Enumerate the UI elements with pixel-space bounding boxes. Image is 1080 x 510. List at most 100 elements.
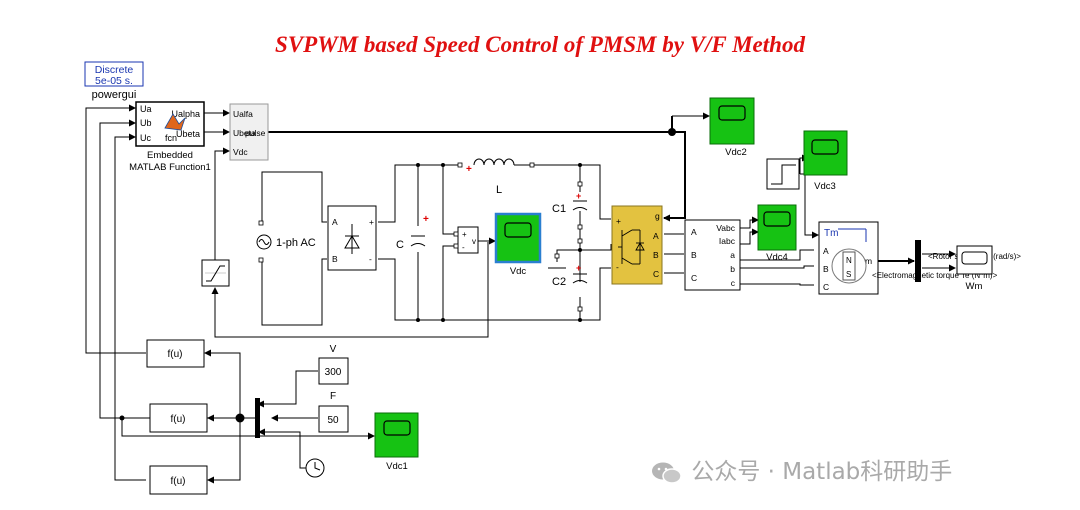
bus-selector[interactable] (915, 240, 921, 282)
inv-port-minus: - (616, 262, 619, 272)
scope-vdc4[interactable]: Vdc4 (757, 204, 797, 263)
wire-pulse (268, 131, 686, 222)
fcn-block-1[interactable]: f(u) (146, 339, 205, 368)
ac-source-block[interactable]: 1-ph AC (256, 220, 316, 263)
capacitor-c1-label: C1 (552, 203, 566, 215)
wire-vm-plus (442, 165, 455, 235)
inv-port-g: g (655, 211, 660, 221)
const-f-name: F (330, 391, 336, 402)
junctions (119, 128, 676, 423)
scope-vdc1[interactable]: Vdc1 (374, 412, 419, 472)
inductor-label: L (496, 184, 502, 196)
watermark: 公众号 · Matlab科研助手 (650, 452, 952, 486)
svg-text:+: + (576, 263, 581, 273)
pmsm-port-b: B (823, 264, 829, 274)
const-v-name: V (330, 344, 337, 355)
rect-port-b: B (332, 254, 338, 264)
voltage-measurement-block[interactable]: + - v (453, 226, 479, 254)
wire-fu3 (207, 418, 241, 484)
step-block[interactable] (766, 158, 800, 190)
inv-port-b: B (653, 250, 659, 260)
wire-vabc (740, 216, 759, 229)
wire-ua (85, 104, 146, 354)
svg-text:+: + (576, 191, 581, 201)
matlab-function-block[interactable]: Ua Ub Uc Ualpha Ubeta fcn Embedded MATLA… (129, 101, 211, 173)
port-ubeta-out: Ubeta (176, 129, 200, 139)
wire-v-const (257, 370, 318, 408)
inductor-l[interactable]: + L (457, 158, 535, 196)
port-uc: Uc (140, 133, 151, 143)
fcn-label-1: f(u) (168, 349, 183, 360)
scope-vdc2-label: Vdc2 (725, 147, 747, 158)
matlab-fn-name2: MATLAB Function1 (129, 162, 211, 173)
fcn-label: fcn (165, 133, 177, 143)
inverter-bridge-block[interactable]: g A B C + - (611, 205, 663, 285)
vi-port-b-in: B (691, 250, 697, 260)
pmsm-port-c: C (823, 282, 829, 292)
scope-wm-label: Wm (966, 281, 983, 292)
fcn-block-2[interactable]: f(u) (149, 403, 208, 433)
fcn-label-2: f(u) (171, 414, 186, 425)
vi-port-b-out: b (730, 264, 735, 274)
scope-vdc4-label: Vdc4 (766, 252, 788, 263)
wire-dc-minus (378, 258, 580, 321)
clock-icon[interactable] (305, 458, 325, 478)
wire-vm-minus (442, 245, 455, 320)
vi-port-a-out: a (730, 250, 735, 260)
wire-uc (114, 133, 146, 481)
fcn-block-3[interactable]: f(u) (149, 465, 208, 495)
capacitor-c2[interactable]: + C2 (548, 238, 588, 312)
vm-out: v (472, 237, 476, 246)
torque-signal-label: <Electromagnetic torque Te (N*m)> (872, 271, 998, 280)
motor-icon: N S (831, 248, 867, 284)
wire-tm (800, 173, 819, 239)
scope-vdc3-label: Vdc3 (814, 181, 836, 192)
rate-limiter-block[interactable] (201, 259, 230, 287)
rectifier-block[interactable]: A B + - (327, 205, 377, 271)
matlab-logo-icon (164, 113, 186, 131)
port-ualpha: Ualpha (171, 109, 200, 119)
wire-dc-plus (378, 164, 460, 223)
scope-vdc2[interactable]: Vdc2 (709, 97, 755, 158)
rect-port-a: A (332, 217, 338, 227)
diagram-title: SVPWM based Speed Control of PMSM by V/F… (275, 32, 805, 57)
svpwm-port-pulse: pulse (245, 128, 266, 138)
rect-port-minus: - (369, 254, 372, 264)
wire-fu1 (204, 349, 241, 418)
capacitor-c[interactable]: + C (396, 214, 429, 251)
wire-iabc (740, 228, 759, 245)
wire-neutral (556, 244, 612, 262)
svg-text:+: + (466, 164, 472, 175)
wire-b (740, 265, 814, 269)
constant-f-block[interactable]: F 50 (318, 391, 349, 433)
const-f-value: 50 (327, 415, 339, 426)
inv-port-plus: + (616, 216, 621, 226)
vi-port-c-out: c (731, 278, 736, 288)
pmsm-port-m: m (865, 256, 872, 266)
wire-vdc-in (214, 147, 230, 263)
scope-vdc3[interactable]: Vdc3 (803, 130, 848, 192)
pmsm-port-tm: Tm (824, 228, 838, 239)
capacitor-c1[interactable]: + C1 (552, 181, 588, 230)
svpwm-port-ubeta: Ubeta (233, 128, 256, 138)
vi-measurement-block[interactable]: A B C Vabc Iabc a b c (684, 219, 741, 291)
vi-port-c-in: C (691, 273, 697, 283)
igbt-icon (618, 229, 645, 265)
fcn-label-3: f(u) (171, 476, 186, 487)
pmsm-machine-block[interactable]: Tm A B C m N S (818, 221, 879, 295)
signal-lines (85, 104, 956, 484)
scope-vdc[interactable]: Vdc (494, 212, 542, 277)
vi-port-iabc: Iabc (719, 236, 736, 246)
wire-vmeter-out (211, 242, 489, 338)
magnet-s: S (846, 270, 851, 279)
wire-inv-plus (580, 164, 611, 220)
scope-wm[interactable]: Wm (956, 245, 993, 292)
matlab-fn-name1: Embedded (147, 150, 193, 161)
constant-v-block[interactable]: V 300 (318, 344, 349, 385)
powergui-block[interactable]: Discrete 5e-05 s. powergui (84, 61, 144, 101)
vi-port-a-in: A (691, 227, 697, 237)
svpwm-subsystem-block[interactable]: Ualfa Ubeta pulse Vdc (229, 103, 269, 161)
wire-inv-minus (580, 267, 611, 321)
mux-block[interactable] (255, 398, 260, 438)
svg-text:+: + (423, 214, 429, 225)
